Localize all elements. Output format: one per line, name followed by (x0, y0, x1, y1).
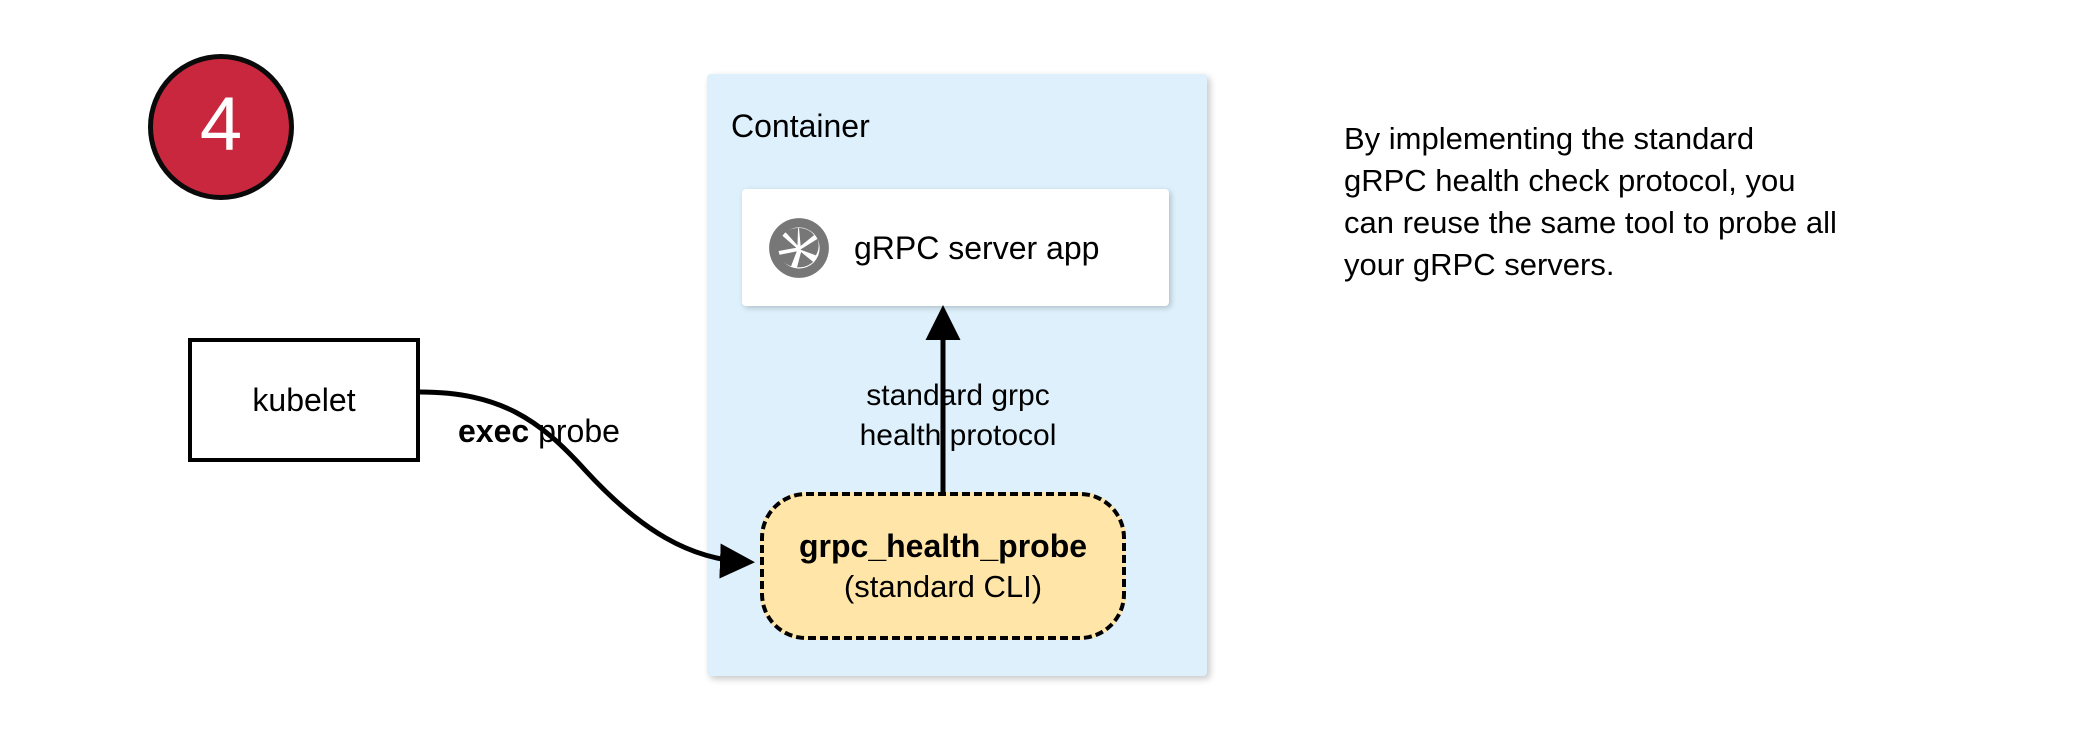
grpc-health-probe-title: grpc_health_probe (798, 527, 1088, 564)
exec-probe-suffix: probe (529, 413, 620, 449)
step-number-text: 4 (199, 82, 243, 167)
health-protocol-edge-label: standard grpc health protocol (818, 376, 1098, 456)
note-line-4: your gRPC servers. (1344, 247, 1615, 282)
aperture-icon (766, 215, 832, 281)
grpc-server-app-label: gRPC server app (854, 229, 1100, 266)
grpc-health-probe-node: grpc_health_probe (standard CLI) (760, 492, 1126, 640)
step-number-badge: 4 (148, 54, 294, 200)
explanatory-note: By implementing the standard gRPC health… (1344, 118, 1964, 286)
note-line-3: can reuse the same tool to probe all (1344, 205, 1837, 240)
exec-probe-keyword: exec (458, 413, 530, 449)
kubelet-label: kubelet (252, 382, 356, 418)
grpc-health-probe-subtitle: (standard CLI) (843, 568, 1043, 604)
container-title: Container (731, 108, 870, 144)
kubelet-node: kubelet (188, 338, 420, 462)
health-protocol-line-2: health protocol (859, 419, 1057, 452)
health-protocol-line-1: standard grpc (866, 379, 1050, 412)
exec-probe-edge-label: exec probe (458, 415, 620, 447)
note-line-2: gRPC health check protocol, you (1344, 163, 1796, 198)
note-line-1: By implementing the standard (1344, 121, 1755, 156)
grpc-server-app-node: gRPC server app (742, 189, 1169, 306)
